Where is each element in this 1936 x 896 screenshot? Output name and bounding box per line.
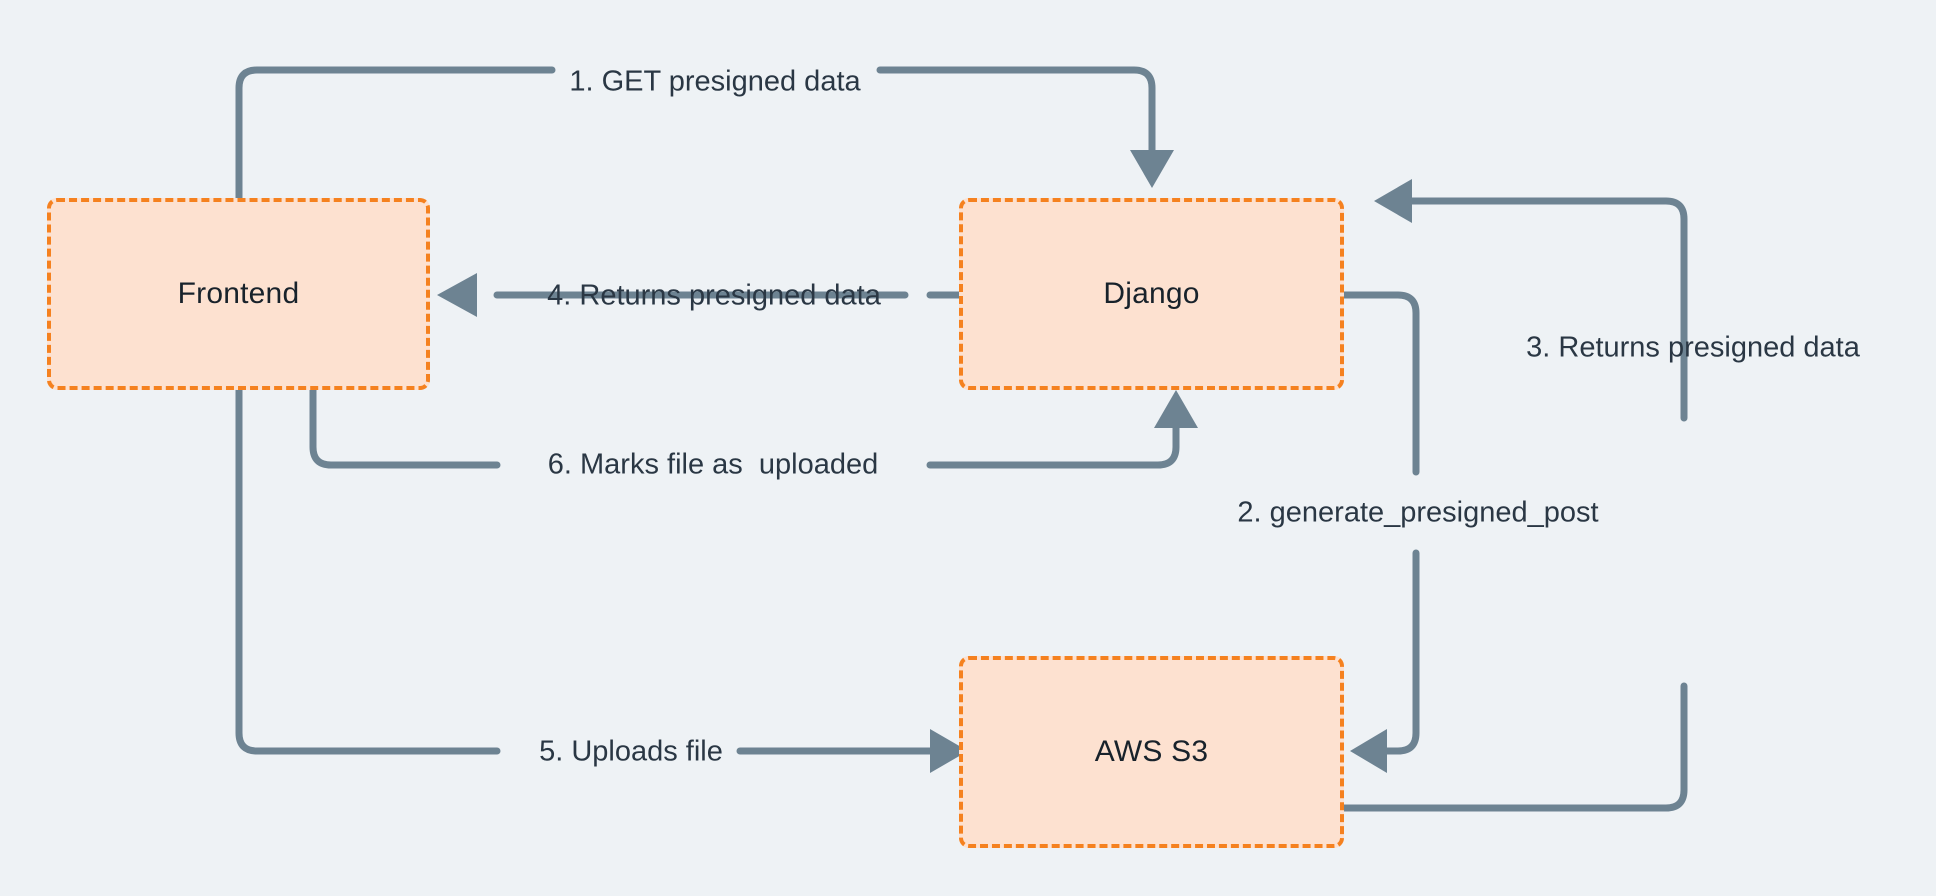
edge-label-2: 2. generate_presigned_post bbox=[1237, 496, 1599, 529]
node-django-label: Django bbox=[1103, 277, 1200, 310]
arrowhead-right-s3 bbox=[930, 729, 968, 773]
edge-label-1: 1. GET presigned data bbox=[569, 65, 861, 98]
arrowhead-left-django bbox=[1374, 179, 1412, 223]
edge-6-marks-file-as-uploaded bbox=[309, 386, 1198, 469]
node-aws-s3[interactable]: AWS S3 bbox=[959, 656, 1344, 848]
edge-label-4: 4. Returns presigned data bbox=[547, 279, 881, 312]
edge-label-3: 3. Returns presigned data bbox=[1526, 331, 1860, 364]
arrowhead-left-s3 bbox=[1350, 729, 1387, 773]
edge-4-returns-presigned-data bbox=[437, 273, 963, 317]
node-aws-s3-label: AWS S3 bbox=[1094, 735, 1209, 768]
arrowhead-down-django bbox=[1130, 150, 1174, 188]
edge-label-5: 5. Uploads file bbox=[539, 735, 723, 768]
edge-5-uploads-file bbox=[235, 386, 968, 773]
edge-label-6: 6. Marks file as uploaded bbox=[547, 448, 879, 481]
edge-2-generate-presigned-post bbox=[1340, 291, 1420, 773]
node-frontend-label: Frontend bbox=[177, 277, 300, 310]
edge-3-returns-presigned-data bbox=[1340, 179, 1688, 812]
node-django[interactable]: Django bbox=[959, 198, 1344, 390]
arrowhead-left-frontend bbox=[437, 273, 477, 317]
edge-1-get-presigned-data bbox=[235, 66, 1174, 202]
arrowhead-up-django bbox=[1154, 390, 1198, 428]
node-frontend[interactable]: Frontend bbox=[47, 198, 430, 390]
